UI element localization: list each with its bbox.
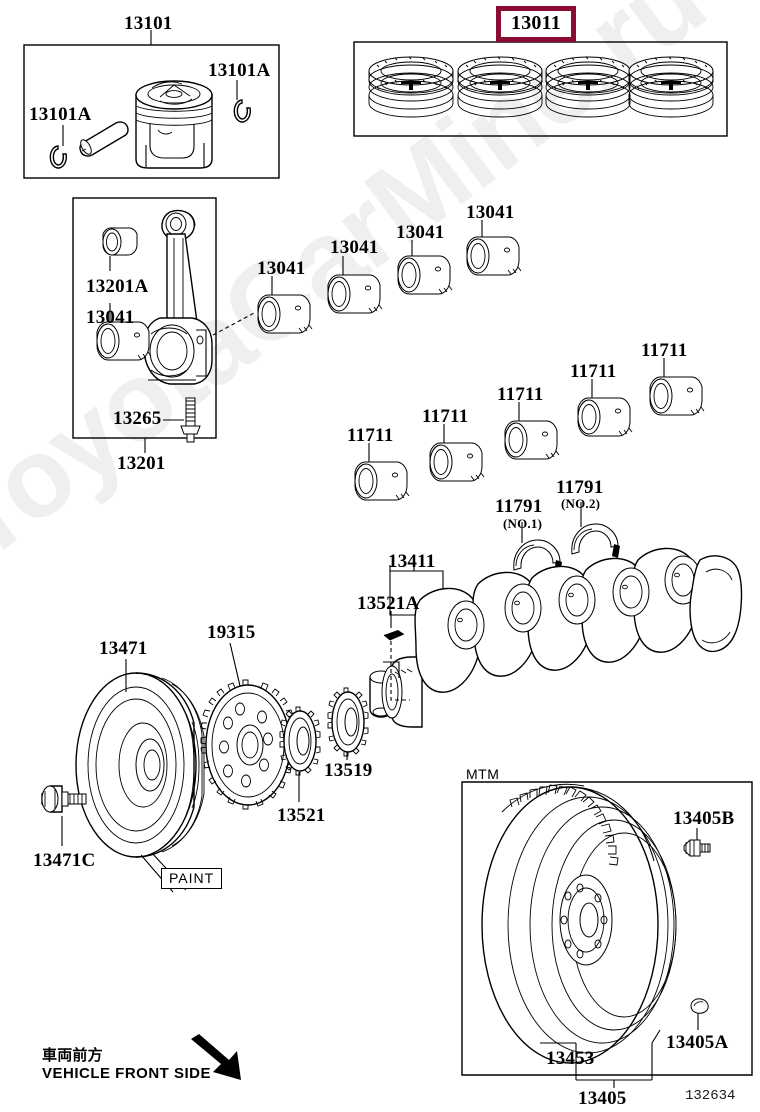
- part-label-11711-1[interactable]: 11711: [347, 425, 394, 446]
- part-label-13101a-left[interactable]: 13101A: [29, 104, 92, 125]
- part-label-19315[interactable]: 19315: [207, 622, 256, 643]
- part-label-13405[interactable]: 13405: [578, 1088, 627, 1109]
- part-label-11791-no1[interactable]: 11791: [495, 496, 543, 517]
- part-label-13471c[interactable]: 13471C: [33, 850, 96, 871]
- paint-note-box: PAINT: [161, 868, 223, 889]
- part-label-13411[interactable]: 13411: [388, 551, 436, 572]
- part-label-13101a-right[interactable]: 13101A: [208, 60, 271, 81]
- part-label-13201[interactable]: 13201: [117, 453, 166, 474]
- part-label-13471[interactable]: 13471: [99, 638, 148, 659]
- part-label-13041-rod[interactable]: 13041: [86, 307, 135, 328]
- part-label-13405a[interactable]: 13405A: [666, 1032, 729, 1053]
- mtm-label: MTM: [466, 766, 500, 782]
- part-label-11791-no2[interactable]: 11791: [556, 477, 604, 498]
- part-label-13405b[interactable]: 13405B: [673, 808, 735, 829]
- part-label-13521[interactable]: 13521: [277, 805, 326, 826]
- part-label-13041-1[interactable]: 13041: [257, 258, 306, 279]
- part-label-13519[interactable]: 13519: [324, 760, 373, 781]
- part-label-11711-3[interactable]: 11711: [497, 384, 544, 405]
- vehicle-front-label-en: VEHICLE FRONT SIDE: [42, 1065, 212, 1082]
- figure-id: 132634: [685, 1088, 736, 1104]
- part-label-13521a[interactable]: 13521A: [357, 593, 420, 614]
- part-label-13101[interactable]: 13101: [124, 13, 173, 34]
- part-label-11711-2[interactable]: 11711: [422, 406, 469, 427]
- part-sublabel-no1: (NO.1): [503, 516, 543, 531]
- vehicle-front-label-jp: 車両前方: [42, 1046, 103, 1064]
- part-label-13453[interactable]: 13453: [546, 1048, 595, 1069]
- part-label-11711-5[interactable]: 11711: [641, 340, 688, 361]
- part-label-13265[interactable]: 13265: [113, 408, 162, 429]
- part-label-13041-3[interactable]: 13041: [396, 222, 445, 243]
- part-label-13011-highlighted[interactable]: 13011: [496, 6, 576, 42]
- part-sublabel-no2: (NO.2): [561, 496, 601, 511]
- part-label-13041-2[interactable]: 13041: [330, 237, 379, 258]
- part-label-13041-4[interactable]: 13041: [466, 202, 515, 223]
- part-label-11711-4[interactable]: 11711: [570, 361, 617, 382]
- part-label-13201a[interactable]: 13201A: [86, 276, 149, 297]
